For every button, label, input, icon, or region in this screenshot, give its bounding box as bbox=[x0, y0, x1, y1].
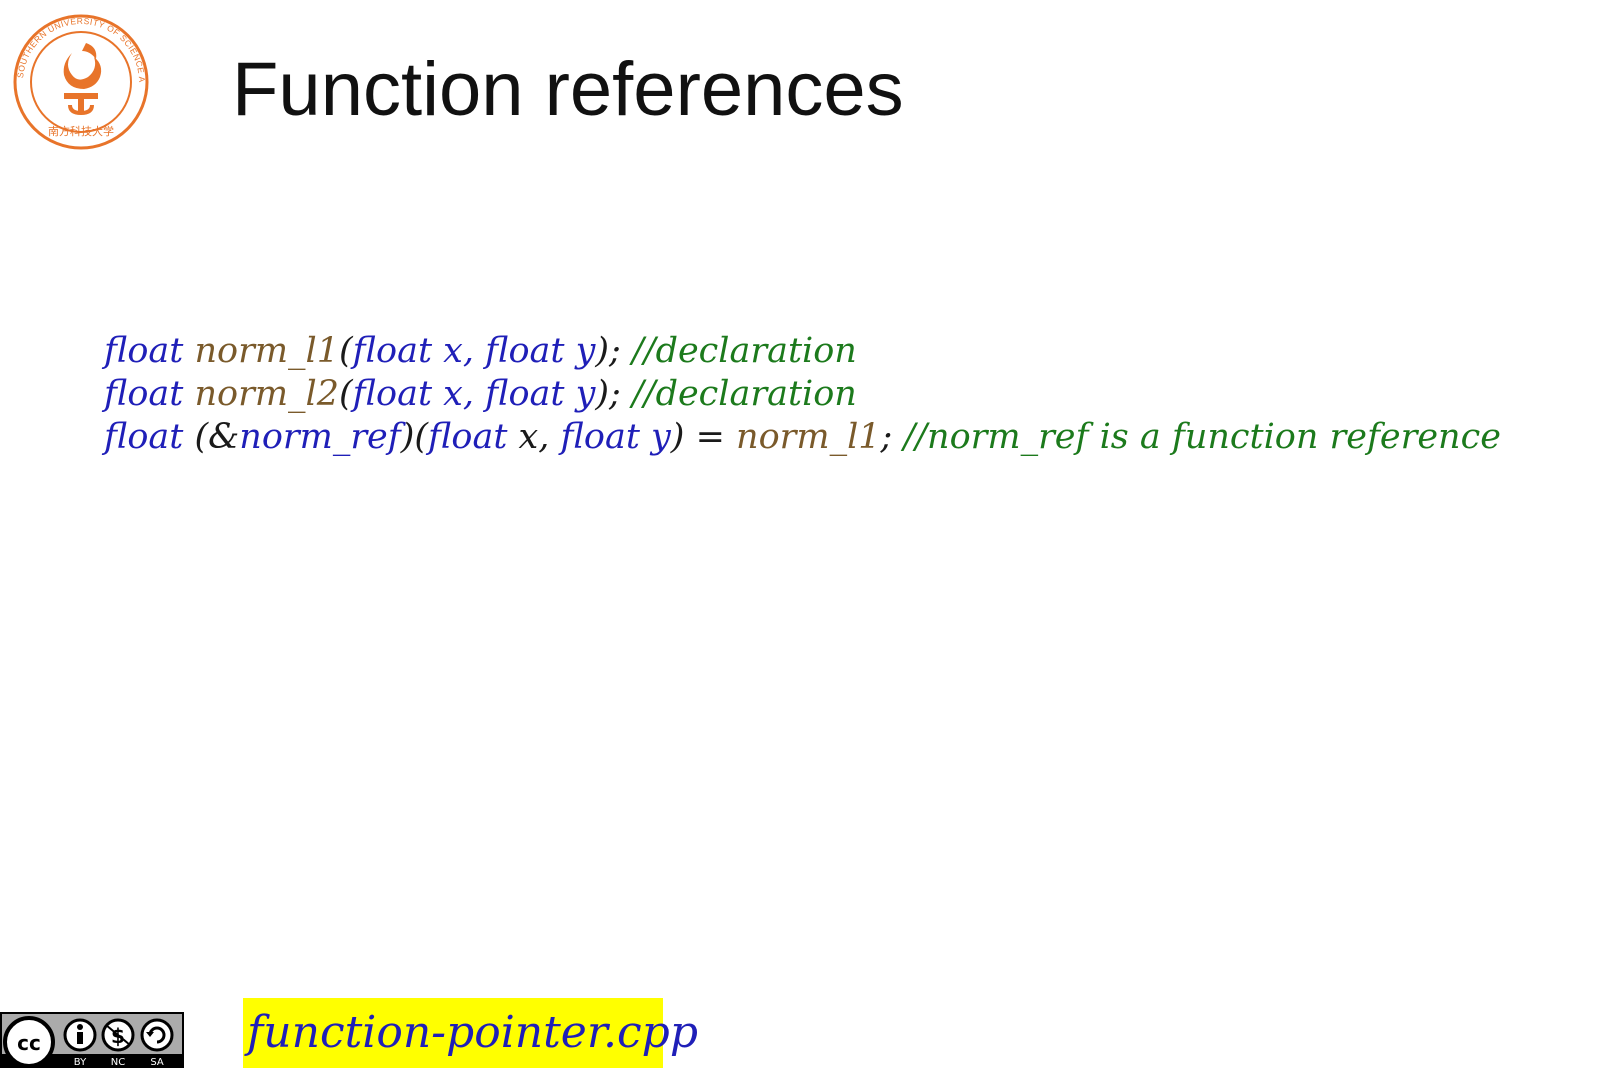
code-token: //declaration bbox=[631, 331, 857, 371]
code-token: ) = bbox=[670, 417, 737, 457]
code-block: float norm_l1(float x, float y); //decla… bbox=[104, 330, 1501, 459]
code-token: float bbox=[485, 374, 565, 414]
svg-text:南方科技大学: 南方科技大学 bbox=[48, 124, 114, 138]
code-token: float bbox=[428, 417, 508, 457]
license-badge: cc $ BY NC SA bbox=[0, 1012, 184, 1068]
svg-text:SA: SA bbox=[150, 1057, 164, 1068]
slide-title: Function references bbox=[232, 47, 904, 132]
code-token: norm_ref bbox=[239, 417, 401, 457]
code-token bbox=[183, 331, 194, 371]
code-token: ( bbox=[339, 374, 353, 414]
code-line: float norm_l1(float x, float y); //decla… bbox=[104, 330, 1501, 373]
code-token: float bbox=[485, 331, 565, 371]
code-token: ); bbox=[595, 374, 632, 414]
code-token: ; bbox=[880, 417, 904, 457]
code-token: )( bbox=[400, 417, 429, 457]
code-token: x, bbox=[432, 374, 486, 414]
code-token: y bbox=[639, 417, 671, 457]
code-token: norm_l1 bbox=[736, 417, 881, 457]
code-token: x, bbox=[432, 331, 486, 371]
code-token: ); bbox=[595, 331, 632, 371]
code-token: norm_l2 bbox=[194, 374, 340, 414]
code-line: float norm_l2(float x, float y); //decla… bbox=[104, 373, 1501, 416]
code-token: ( bbox=[339, 331, 353, 371]
code-token: (& bbox=[183, 417, 240, 457]
code-token: float bbox=[104, 331, 184, 371]
code-token: float bbox=[352, 331, 433, 371]
code-token: y bbox=[564, 374, 596, 414]
code-line: float (&norm_ref)(float x, float y) = no… bbox=[104, 416, 1501, 459]
code-token: x, bbox=[507, 417, 561, 457]
code-token: y bbox=[564, 331, 596, 371]
code-token: float bbox=[352, 374, 433, 414]
code-token: float bbox=[104, 374, 184, 414]
svg-text:NC: NC bbox=[111, 1057, 125, 1068]
svg-text:cc: cc bbox=[17, 1031, 41, 1055]
code-token: float bbox=[104, 417, 184, 457]
svg-text:BY: BY bbox=[74, 1057, 87, 1068]
code-token: float bbox=[560, 417, 640, 457]
code-token bbox=[183, 374, 194, 414]
source-file-label[interactable]: function-pointer.cpp bbox=[243, 998, 698, 1068]
code-token: norm_l1 bbox=[194, 331, 340, 371]
university-logo: SOUTHERN UNIVERSITY OF SCIENCE AND TECHN… bbox=[8, 5, 150, 151]
creative-commons-by-nc-sa-icon: cc $ BY NC SA bbox=[0, 1012, 184, 1068]
code-token: //norm_ref is a function reference bbox=[903, 417, 1501, 457]
code-token: //declaration bbox=[631, 374, 857, 414]
university-seal-icon: SOUTHERN UNIVERSITY OF SCIENCE AND TECHN… bbox=[8, 5, 149, 150]
